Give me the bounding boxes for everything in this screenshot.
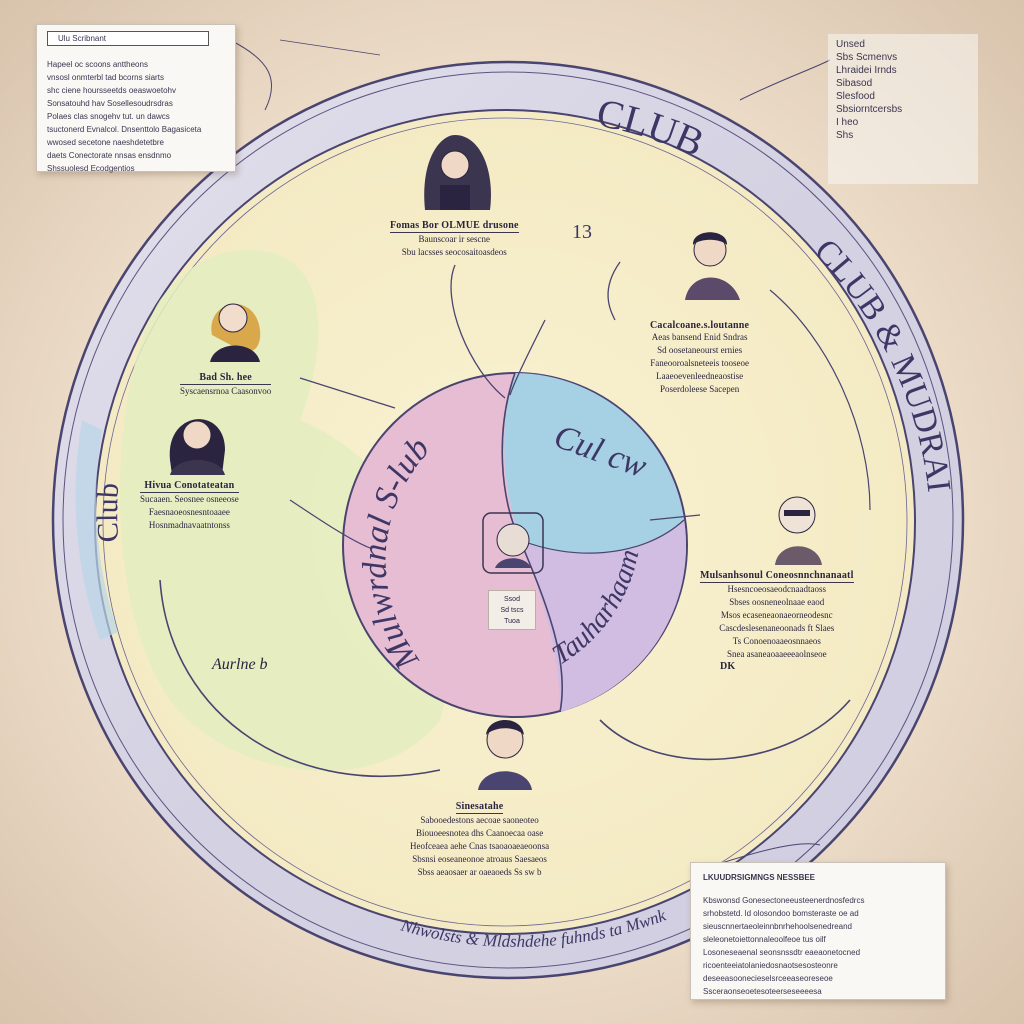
arc-right	[599, 699, 851, 761]
member-name: Fomas Bor OLMUE drusone	[390, 220, 519, 233]
member-desc: Sd oosetaneourst ernies	[657, 345, 743, 355]
member-right: Mulsanhsonul Coneosnnchnanaatl Hsesncoeo…	[700, 570, 854, 672]
note-line: Shssuolesd Ecodgentios	[47, 164, 135, 173]
note-line: sleleonetoiettonnaleoolfeoe tus oilf	[703, 935, 826, 944]
note-line: I heo	[836, 117, 859, 128]
portrait-top-right	[685, 232, 740, 300]
note-bottom-right: LKUUDRSIGMNGS NESSBEE Kbswonsd Gonesecto…	[690, 862, 946, 1000]
note-top-right: Unsed Sbs Scmenvs Lhraidei Irnds Sibasod…	[828, 34, 978, 184]
connector-note-tl	[229, 39, 273, 111]
note-line: Lhraidei Irnds	[836, 65, 897, 76]
member-top-right: Cacalcoane.s.loutanne Aeas bansend Enid …	[650, 320, 749, 396]
note-line: deseeasoonecieselsrceeaseoreseoe	[703, 974, 833, 983]
member-desc: Sbsnsi eoseaneonoe atroaus Saesaeos	[412, 854, 547, 864]
note-line: wwosed secetone naeshdetetbre	[47, 138, 164, 147]
center-card-line: Ssod	[504, 596, 520, 603]
member-desc: Syscaensrnoa Caasonvoo	[180, 386, 272, 396]
connector-left	[299, 377, 396, 409]
top-number: 13	[572, 221, 592, 243]
note-line: Kbswonsd Gonesectoneeusteenerdnosfedrcs	[703, 896, 865, 905]
member-desc: Sbses oosneneolnaae eaod	[729, 597, 825, 607]
member-left-1: Bad Sh. hee Syscaensrnoa Caasonvoo	[180, 372, 272, 398]
purple-section	[520, 520, 687, 712]
connector-note-tl-2	[279, 39, 381, 56]
member-desc: Hsesncoeosaeodcnaadtaoss	[727, 584, 827, 594]
note-line: Losoneseaenal seonsnssdtr eaeaonetocned	[703, 948, 861, 957]
note-top-left: Ulu Scribnant Hapeel oc scoons anttheons…	[36, 24, 236, 173]
member-desc: Snea asaneaoaaeeeaolnseoe	[726, 649, 827, 659]
connector-13	[607, 261, 621, 321]
member-desc: Sbu lacsses seocosaitoasdeos	[401, 247, 507, 257]
inner-divider-2	[519, 519, 685, 554]
zone-label: Aurlne b	[212, 656, 268, 673]
portrait-left-1	[210, 303, 261, 362]
member-desc: Poserdoleese Sacepen	[659, 384, 740, 394]
note-line: Sibasod	[836, 78, 873, 89]
center-card-line: Sd tscs	[500, 607, 524, 614]
member-desc: Sbss aeaosaer ar oaeaoeds Ss sw b	[417, 867, 542, 877]
note-line: Unsed	[836, 39, 865, 50]
member-tag: DK	[720, 661, 736, 672]
arc-right-upper	[769, 289, 871, 511]
member-desc: Biouoeesnotea dhs Caanoecaa oase	[415, 828, 544, 838]
arc-left	[159, 579, 441, 778]
member-name: Bad Sh. hee	[180, 372, 272, 385]
green-zone	[120, 250, 449, 771]
member-desc: Sabooedestons aecoae saoneoteo	[420, 815, 539, 825]
note-line: Shs	[836, 130, 854, 141]
note-line: Slesfood	[836, 91, 875, 102]
note-line: srhobstetd. ld olosondoo bomsteraste oe …	[703, 909, 859, 918]
center-card-line: Tuoa	[504, 618, 520, 625]
note-line: vnsosl onmterbl tad bcorns siarts	[47, 73, 164, 82]
center-card: Ssod Sd tscs Tuoa	[488, 590, 536, 630]
member-desc: Faesnaoeosnesntoaaee	[148, 507, 230, 517]
note-line: Polaes clas snogehv tut. un dawcs	[47, 112, 170, 121]
member-bottom: Sinesatahe Sabooedestons aecoae saoneote…	[410, 796, 549, 879]
blue-section	[504, 373, 684, 554]
note-line: Sonsatouhd hav Sosellesoudrsdras	[47, 99, 173, 108]
ring-blue-accent	[75, 420, 118, 640]
connector-top	[450, 264, 506, 399]
note-line: Hapeel oc scoons anttheons	[47, 60, 148, 69]
member-top: Fomas Bor OLMUE drusone Baunscoar ir ses…	[390, 220, 519, 259]
outer-ring-line	[62, 71, 954, 969]
member-desc: Sucaaen. Seosnee osneeose	[140, 494, 239, 504]
connector-top-2	[509, 319, 546, 396]
member-desc: Baunscoar ir sescne	[418, 234, 491, 244]
member-desc: Hosnmadnavaatntonss	[148, 520, 230, 530]
portrait-right	[775, 496, 822, 565]
member-desc: Heofceaea aehe Cnas tsaoaoaeaeoonsa	[410, 841, 550, 851]
note-line: Sbs Scmenvs	[836, 52, 898, 63]
member-name: Sinesatahe	[455, 801, 504, 814]
note-line: tsuctonerd Evnalcol. Dnsenttolo Bagasice…	[47, 125, 202, 134]
inner-ring-line	[102, 117, 908, 927]
portrait-top	[424, 135, 491, 210]
note-line: Ssceraonseoetesoteerseseeeesa	[703, 987, 822, 996]
member-desc: Faneooroalsneteeis tooseoe	[650, 358, 749, 368]
connector-right	[649, 514, 701, 521]
portrait-bottom	[478, 720, 532, 790]
note-bottom-right-header: LKUUDRSIGMNGS NESSBEE	[703, 873, 816, 882]
member-desc: Aeas bansend Enid Sndras	[651, 332, 748, 342]
member-name: Mulsanhsonul Coneosnnchnanaatl	[700, 570, 854, 583]
note-line: sieuscnnertaeoleinnbnrhehoolsenedreand	[703, 922, 853, 931]
note-line: ricoenteeiatolaniedosnaotsesosteonre	[703, 961, 838, 970]
portrait-left-2	[169, 419, 225, 475]
portrait-center	[482, 512, 544, 574]
connector-left-2	[289, 499, 371, 549]
note-line: shc ciene hoursseetds oeaswoetohv	[47, 86, 176, 95]
member-left-2: Hivua Conotateatan Sucaaen. Seosnee osne…	[140, 480, 239, 532]
member-name: Hivua Conotateatan	[140, 480, 239, 493]
note-line: daets Conectorate nnsas ensdnmo	[47, 151, 172, 160]
member-desc: Cascdeslesenaneoonads ft Slaes	[719, 623, 835, 633]
member-desc: Msos ecaseneaonaeorneodesnc	[720, 610, 833, 620]
member-name: Cacalcoane.s.loutanne	[650, 320, 750, 331]
member-desc: Ts Conoenoaaeosnnaeos	[732, 636, 821, 646]
connector-note-tr	[739, 59, 831, 101]
ring-text-left: Club	[91, 482, 125, 543]
note-top-left-title: Ulu Scribnant	[47, 31, 209, 46]
note-line: Sbsiorntcersbs	[836, 104, 903, 115]
member-desc: Laaeoevenleedneaostise	[656, 371, 744, 381]
